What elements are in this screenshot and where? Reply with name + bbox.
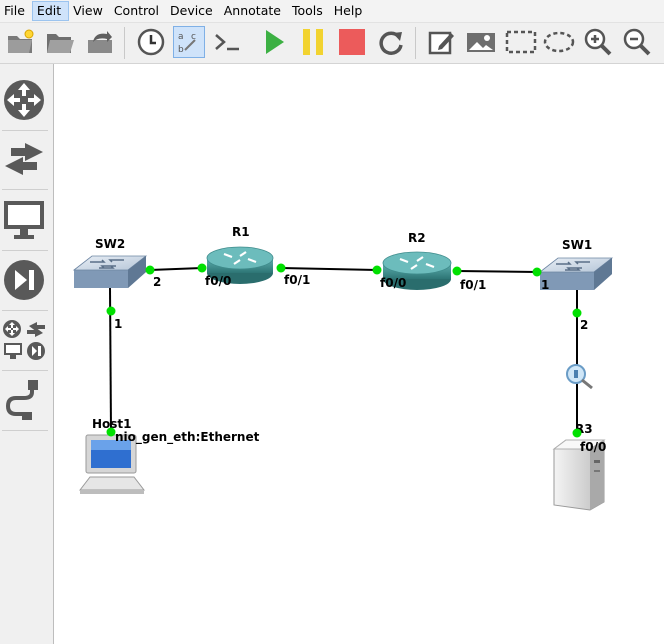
node-r2-label: R2 bbox=[408, 231, 426, 245]
draw-rectangle-button[interactable] bbox=[505, 26, 537, 58]
svg-text:a: a bbox=[178, 32, 184, 42]
port-dot-sw2-2 bbox=[145, 265, 155, 275]
port-status-layer bbox=[106, 263, 582, 438]
add-link-button[interactable] bbox=[0, 376, 48, 424]
menu-edit[interactable]: Edit bbox=[31, 1, 70, 21]
new-project-button[interactable] bbox=[5, 26, 37, 58]
node-sw2[interactable]: SW2 bbox=[72, 237, 148, 288]
port-dot-r1-f0-1 bbox=[276, 263, 286, 273]
router-category-icon bbox=[4, 80, 44, 120]
node-r1-label: R1 bbox=[232, 225, 250, 239]
open-project-button[interactable] bbox=[44, 26, 76, 58]
snapshot-button[interactable] bbox=[135, 26, 167, 58]
port-label-r1-f0-0: f0/0 bbox=[205, 274, 231, 288]
zoom-in-icon bbox=[584, 28, 612, 56]
svg-text:c: c bbox=[191, 32, 196, 42]
packet-capture-icon[interactable] bbox=[566, 364, 593, 390]
browse-all-devices-button[interactable] bbox=[0, 316, 48, 364]
node-sw1[interactable]: SW1 bbox=[538, 238, 614, 290]
save-arrow-icon bbox=[88, 31, 112, 53]
browse-end-devices-button[interactable] bbox=[0, 195, 48, 243]
port-dot-sw2-1 bbox=[106, 306, 116, 316]
zoom-in-button[interactable] bbox=[582, 26, 614, 58]
menu-help[interactable]: Help bbox=[333, 3, 363, 18]
port-dot-host1-eth bbox=[106, 427, 116, 437]
security-category-icon bbox=[4, 260, 44, 300]
add-note-button[interactable] bbox=[426, 26, 458, 58]
edit-note-icon bbox=[428, 31, 454, 55]
switch-category-icon bbox=[5, 143, 43, 175]
node-sw1-label: SW1 bbox=[562, 238, 592, 252]
monitor-category-icon bbox=[4, 201, 44, 239]
cable-link-icon bbox=[5, 380, 38, 421]
port-dot-r3-f0-0 bbox=[572, 428, 582, 438]
open-folder-icon bbox=[47, 34, 74, 53]
show-interface-labels-button[interactable]: a c b bbox=[173, 26, 205, 58]
save-project-button[interactable] bbox=[84, 26, 116, 58]
browse-security-devices-button[interactable] bbox=[0, 256, 48, 304]
port-label-sw2-1: 1 bbox=[114, 317, 122, 331]
console-prompt-icon bbox=[215, 34, 239, 51]
start-all-button[interactable] bbox=[258, 26, 290, 58]
port-label-r1-f0-1: f0/1 bbox=[284, 273, 310, 287]
interface-labels-layer: 2 f0/0 f0/1 f0/0 f0/1 1 1 nio_gen_eth:Et… bbox=[114, 273, 606, 454]
node-r2[interactable]: R2 bbox=[382, 231, 452, 290]
menu-tools[interactable]: Tools bbox=[291, 3, 323, 18]
picture-icon bbox=[467, 33, 495, 52]
dashed-rectangle-icon bbox=[505, 30, 537, 54]
node-r3[interactable]: R3 bbox=[552, 422, 606, 511]
node-sw2-label: SW2 bbox=[95, 237, 125, 251]
interface-labels-icon: a c b bbox=[178, 32, 196, 55]
port-dot-sw1-2 bbox=[572, 308, 582, 318]
dashed-ellipse-icon bbox=[543, 31, 575, 53]
port-dot-r1-f0-0 bbox=[197, 263, 207, 273]
port-dot-r2-f0-0 bbox=[372, 265, 382, 275]
all-devices-category-icon bbox=[3, 320, 45, 360]
link-sw2-r1[interactable] bbox=[149, 267, 203, 271]
port-dot-r2-f0-1 bbox=[452, 266, 462, 276]
clock-icon bbox=[137, 28, 165, 56]
port-label-sw1-2: 2 bbox=[580, 318, 588, 332]
console-all-button[interactable] bbox=[212, 26, 244, 58]
port-dot-sw1-1 bbox=[532, 267, 542, 277]
zoom-out-icon bbox=[623, 28, 651, 56]
menu-device[interactable]: Device bbox=[170, 3, 213, 18]
new-folder-icon bbox=[8, 29, 34, 53]
port-label-r3-f0-0: f0/0 bbox=[580, 440, 606, 454]
node-r1[interactable]: R1 bbox=[206, 225, 274, 284]
play-icon bbox=[266, 30, 284, 54]
menu-view[interactable]: View bbox=[73, 3, 103, 18]
port-label-r2-f0-1: f0/1 bbox=[460, 278, 486, 292]
pause-icon bbox=[303, 29, 323, 55]
links-layer bbox=[109, 267, 578, 433]
port-label-host1-eth: nio_gen_eth:Ethernet bbox=[115, 430, 260, 445]
port-label-sw1-1: 1 bbox=[541, 278, 549, 292]
svg-text:b: b bbox=[178, 45, 184, 55]
draw-ellipse-button[interactable] bbox=[543, 26, 575, 58]
zoom-out-button[interactable] bbox=[621, 26, 653, 58]
menu-file[interactable]: File bbox=[4, 3, 25, 18]
port-label-r2-f0-0: f0/0 bbox=[380, 276, 406, 290]
menu-annotate[interactable]: Annotate bbox=[223, 3, 281, 18]
node-host1[interactable]: Host1 bbox=[78, 417, 146, 494]
stop-icon bbox=[339, 29, 365, 55]
menu-control[interactable]: Control bbox=[113, 3, 159, 18]
link-r2-sw1[interactable] bbox=[456, 270, 538, 273]
link-r1-r2[interactable] bbox=[280, 267, 378, 271]
browse-routers-button[interactable] bbox=[0, 76, 48, 124]
device-category-dock bbox=[0, 64, 54, 644]
stop-all-button[interactable] bbox=[336, 26, 368, 58]
node-host1-label: Host1 bbox=[92, 417, 132, 431]
suspend-all-button[interactable] bbox=[297, 26, 329, 58]
topology-canvas[interactable]: SW2 R1 R2 SW1 bbox=[54, 64, 664, 644]
menu-bar: File Edit View Control Device Annotate T… bbox=[0, 0, 664, 23]
topology-svg: SW2 R1 R2 SW1 bbox=[72, 225, 614, 511]
reload-icon bbox=[379, 31, 403, 55]
reload-all-button[interactable] bbox=[375, 26, 407, 58]
insert-picture-button[interactable] bbox=[465, 26, 497, 58]
port-label-sw2-2: 2 bbox=[153, 275, 161, 289]
main-toolbar: a c b bbox=[0, 23, 664, 64]
browse-switches-button[interactable] bbox=[0, 135, 48, 183]
